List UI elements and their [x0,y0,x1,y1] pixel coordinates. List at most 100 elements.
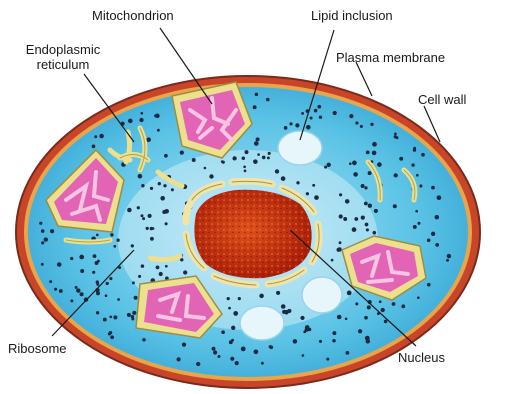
ribosome [108,332,111,335]
ribosome [352,161,357,166]
ribosome [417,296,420,299]
ribosome [435,215,440,220]
ribosome [160,196,165,201]
ribosome [132,281,135,284]
ribosome [231,326,235,330]
ribosome [366,339,371,344]
ribosome [394,133,397,136]
ribosome [427,283,431,287]
ribosome [384,320,388,324]
ribosome [227,297,230,300]
ribosome [204,167,207,170]
ribosome [276,291,280,295]
ribosome [231,339,234,342]
ribosome [180,258,183,261]
ribosome [319,340,322,343]
ribosome [139,118,143,122]
ribosome [138,275,141,278]
ribosome [232,156,236,160]
ribosome [431,232,435,236]
ribosome [253,105,257,109]
lipid-inclusion [302,277,342,313]
label-cell-wall: Cell wall [418,92,466,107]
ribosome [79,255,84,260]
ribosome [146,137,151,142]
ribosome [421,153,425,157]
ribosome [70,257,73,260]
ribosome [253,160,256,163]
ribosome [44,237,48,241]
ribosome [41,229,45,233]
ribosome [372,142,377,147]
ribosome [212,347,216,351]
ribosome [345,199,350,204]
ribosome [155,114,160,119]
ribosome [138,174,143,179]
ribosome [192,158,196,162]
ribosome [266,98,270,102]
ribosome [364,202,368,206]
label-endoplasmic-reticulum: Endoplasmic reticulum [4,42,122,72]
ribosome [180,150,184,154]
ribosome [293,339,298,344]
ribosome [361,184,365,188]
ribosome [355,121,358,124]
ribosome [306,192,309,195]
ribosome [360,125,363,128]
ribosome [221,160,224,163]
ribosome [401,304,405,308]
ribosome [416,174,419,177]
ribosome [411,163,414,166]
ribosome [262,156,266,160]
ribosome [57,262,62,267]
ribosome [374,209,378,213]
ribosome [165,265,168,268]
ribosome [255,93,258,96]
ribosome [435,243,439,247]
ribosome [242,156,245,159]
ribosome [254,141,259,146]
ribosome [140,112,143,115]
ribosome [238,297,241,300]
ribosome [127,313,131,317]
ribosome [76,288,80,292]
ribosome [141,264,145,268]
ribosome [256,137,260,141]
ribosome [157,129,160,132]
ribosome [303,331,306,334]
ribosome [337,315,342,320]
ribosome [164,209,169,214]
ribosome [54,288,57,291]
label-plasma-membrane: Plasma membrane [336,50,445,65]
ribosome [235,361,239,365]
ribosome [150,237,154,241]
ribosome [295,123,299,127]
ribosome [142,217,145,220]
ribosome [336,248,340,252]
ribosome [326,358,329,361]
ribosome [324,166,327,169]
ribosome [367,305,371,309]
ribosome [99,134,104,139]
ribosome [109,277,112,280]
ribosome [196,362,200,366]
ribosome [366,228,369,231]
ribosome [233,311,238,316]
ribosome [261,362,264,365]
ribosome [109,316,112,319]
ribosome [355,302,358,305]
ribosome [116,239,119,242]
ribosome [113,315,117,319]
ribosome [349,114,353,118]
ribosome [379,300,382,303]
ribosome [381,308,385,312]
ribosome [148,214,152,218]
ribosome [287,309,291,313]
ribosome [281,304,286,309]
ribosome [447,254,451,258]
ribosome [364,186,367,189]
ribosome [301,112,304,115]
ribosome [131,318,134,321]
ribosome [257,153,260,156]
ribosome [141,214,144,217]
